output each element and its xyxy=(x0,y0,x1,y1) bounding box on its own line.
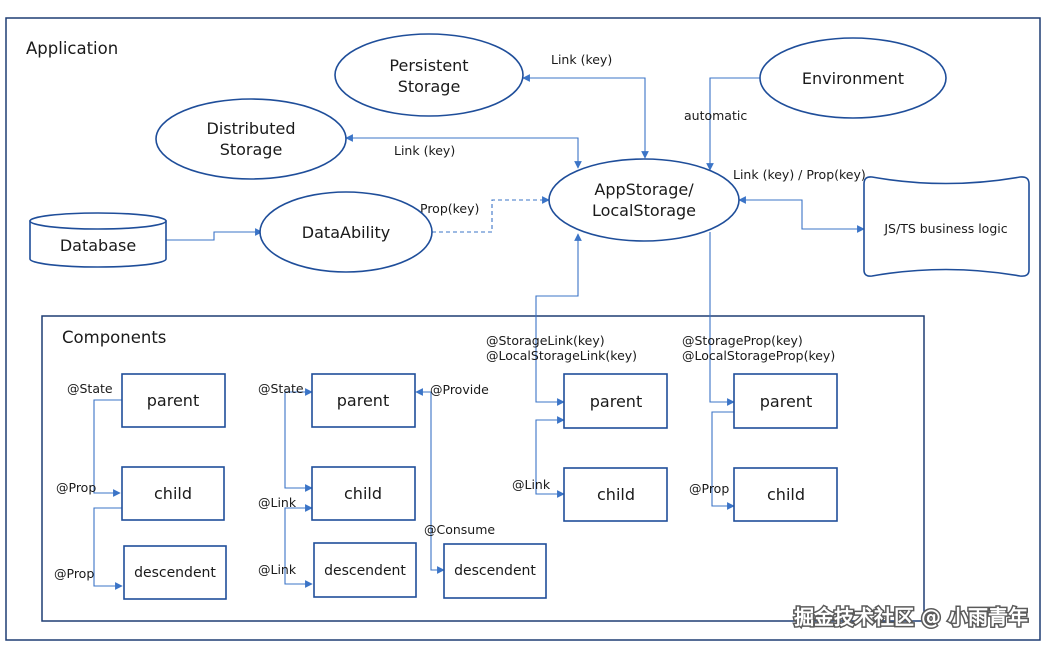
node-distributed-storage: Distributed Storage xyxy=(155,98,347,180)
distributed-storage-label-1: Distributed xyxy=(207,119,296,138)
g3-parent-node: parent xyxy=(563,373,668,429)
g3-child-label: child xyxy=(597,485,635,504)
edge-distributed-appstorage xyxy=(345,134,582,169)
edge-appstorage-business-logic xyxy=(738,196,865,233)
g2-parent-label: parent xyxy=(337,391,389,410)
g1-descendent-label: descendent xyxy=(134,565,216,581)
edge-label-link-prop-key: Link (key) / Prop(key) xyxy=(733,167,866,182)
edge-g2-parent-child xyxy=(284,388,313,492)
edge-g2-provide-consume xyxy=(415,388,445,574)
node-data-ability: DataAbility xyxy=(259,191,433,273)
app-storage-label-1: AppStorage/ xyxy=(594,180,694,199)
g1-parent-node: parent xyxy=(121,373,226,428)
g2-parent-node: parent xyxy=(311,373,416,428)
edge-g1-child-descendent xyxy=(93,507,123,590)
application-frame xyxy=(5,17,1041,641)
g2-descendent-label: descendent xyxy=(324,563,406,579)
edge-label-storage-prop-2: @LocalStorageProp(key) xyxy=(682,348,835,363)
environment-label: Environment xyxy=(802,69,904,88)
node-environment: Environment xyxy=(759,37,947,119)
g1-child-node: child xyxy=(121,466,225,521)
edge-g3-parent-child xyxy=(535,416,565,498)
node-app-storage: AppStorage/ LocalStorage xyxy=(548,158,740,242)
g1-parent-label: parent xyxy=(147,391,199,410)
edge-label-prop-3: @Prop xyxy=(689,481,729,496)
g2-descendent-node: descendent xyxy=(313,542,417,598)
g2-child-label: child xyxy=(344,484,382,503)
node-business-logic: JS/TS business logic xyxy=(863,176,1030,277)
g2-consume-descendent-node: descendent xyxy=(443,543,547,599)
distributed-storage-label-2: Storage xyxy=(220,140,283,159)
edge-label-storage-prop-1: @StorageProp(key) xyxy=(682,333,803,348)
edge-label-link-2: @Link xyxy=(258,562,297,577)
g1-child-label: child xyxy=(154,484,192,503)
g2-consume-descendent-label: descendent xyxy=(454,563,536,579)
edge-label-state-2: @State xyxy=(258,381,304,396)
edge-label-consume: @Consume xyxy=(424,522,495,537)
app-storage-label-2: LocalStorage xyxy=(592,201,696,220)
persistent-storage-label-2: Storage xyxy=(398,77,461,96)
g4-parent-node: parent xyxy=(733,373,838,429)
edge-g4-parent-child xyxy=(711,411,735,510)
g2-child-node: child xyxy=(311,466,416,521)
edge-label-state-1: @State xyxy=(67,381,113,396)
g3-parent-label: parent xyxy=(590,392,642,411)
edge-persistent-appstorage xyxy=(522,74,649,159)
persistent-storage-label-1: Persistent xyxy=(389,56,468,75)
edge-label-provide: @Provide xyxy=(430,382,489,397)
edge-dataability-appstorage xyxy=(432,196,550,233)
edge-label-storage-link-2: @LocalStorageLink(key) xyxy=(486,348,637,363)
edge-storageprop-parent xyxy=(709,232,735,406)
edge-label-prop-1: @Prop xyxy=(56,480,96,495)
watermark: 掘金技术社区 @ 小雨青年 xyxy=(794,605,1028,629)
g4-parent-label: parent xyxy=(760,392,812,411)
edge-label-storage-link-1: @StorageLink(key) xyxy=(486,333,605,348)
database-label: Database xyxy=(60,236,136,255)
edge-label-link-key-persistent: Link (key) xyxy=(551,52,612,67)
node-database: Database xyxy=(29,212,167,268)
edge-label-link-1: @Link xyxy=(258,495,297,510)
edge-label-link-key-distributed: Link (key) xyxy=(394,143,455,158)
components-label: Components xyxy=(62,328,166,347)
edge-label-prop-key: Prop(key) xyxy=(420,201,479,216)
data-ability-label: DataAbility xyxy=(302,223,390,242)
edge-storagelink-parent xyxy=(535,233,582,406)
edge-label-automatic: automatic xyxy=(684,108,747,123)
g3-child-node: child xyxy=(563,467,668,522)
edge-environment-appstorage xyxy=(706,77,760,171)
edge-database-dataability xyxy=(166,228,263,241)
edge-g2-child-descendent xyxy=(284,504,313,588)
g1-descendent-node: descendent xyxy=(123,545,227,600)
node-persistent-storage: Persistent Storage xyxy=(334,33,524,117)
edge-label-prop-2: @Prop xyxy=(54,566,94,581)
g4-child-label: child xyxy=(767,485,805,504)
business-logic-label: JS/TS business logic xyxy=(883,221,1007,236)
g4-child-node: child xyxy=(733,467,838,522)
edge-g1-parent-child xyxy=(93,399,122,497)
components-frame xyxy=(41,315,925,622)
application-label: Application xyxy=(26,39,118,58)
edge-label-link-3: @Link xyxy=(512,477,551,492)
